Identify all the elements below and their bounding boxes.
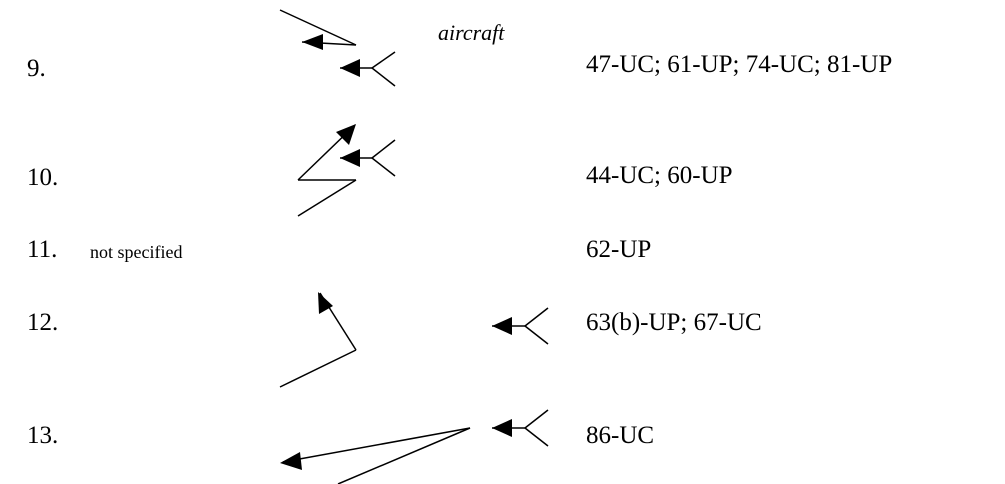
row-number: 10.: [27, 164, 59, 191]
aircraft-symbol-icon: [492, 307, 549, 345]
row-number: 11.: [27, 236, 58, 263]
row-references: 86-UC: [586, 422, 655, 449]
row-note: not specified: [90, 242, 183, 262]
trajectory-line-icon: [279, 9, 357, 46]
trajectory-arrow-icon: [282, 427, 471, 463]
aircraft-label: aircraft: [438, 20, 505, 45]
aircraft-symbol-icon: [492, 409, 549, 447]
two-arrows-diagram-13-icon: [280, 409, 549, 484]
two-arrows-diagram-12-icon: [279, 292, 549, 388]
arrowhead-icon: [302, 34, 323, 50]
arrowhead-icon: [336, 124, 356, 145]
row-references: 44-UC; 60-UP: [586, 162, 733, 189]
row-number: 13.: [27, 422, 59, 449]
aircraft-symbol-icon: [340, 139, 396, 177]
two-arrows-diagram-10-icon: [297, 124, 396, 217]
trajectory-line-icon: [337, 427, 471, 484]
row-references: 47-UC; 61-UP; 74-UC; 81-UP: [586, 51, 893, 78]
trajectory-line-icon: [279, 349, 357, 388]
arrowhead-icon: [318, 292, 333, 314]
arrowhead-icon: [280, 452, 302, 470]
trajectory-line-icon: [297, 179, 357, 217]
row-references: 63(b)-UP; 67-UC: [586, 309, 762, 336]
aircraft-symbol-icon: [340, 51, 396, 87]
row-number: 12.: [27, 309, 59, 336]
two-arrows-diagram-9-icon: [279, 9, 396, 87]
row-references: 62-UP: [586, 236, 652, 263]
row-number: 9.: [27, 55, 46, 82]
